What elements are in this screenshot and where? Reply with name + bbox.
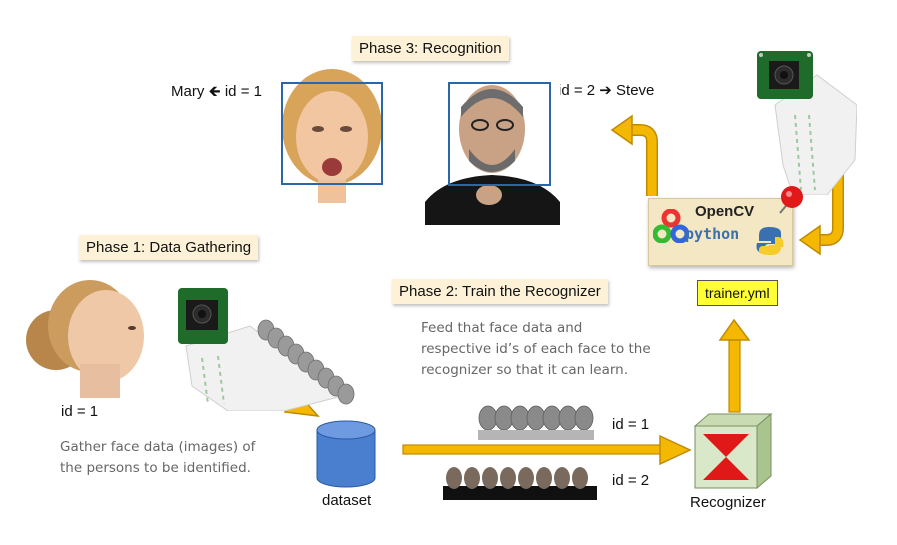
phase2-title: Phase 2: Train the Recognizer: [392, 279, 608, 304]
arrow-opencv-to-recognition: [610, 114, 658, 196]
phase1-description-line: Gather face data (images) of: [60, 439, 256, 455]
recognizer-label: Recognizer: [690, 494, 766, 511]
dataset-cylinder-icon: [316, 420, 376, 488]
phase2-description-line: Feed that face data and: [421, 320, 583, 336]
phase1-id-label: id = 1: [61, 403, 99, 420]
training-id2-label: id = 2: [612, 472, 650, 489]
python-logo-icon: [756, 227, 784, 255]
face-row-id2: [443, 467, 597, 500]
training-id1-label: id = 1: [612, 416, 650, 433]
steve-label: id = 2 ➔ Steve: [558, 82, 655, 99]
arrow-to-trainer: [718, 318, 751, 413]
trainer-yml-file: trainer.yml: [697, 280, 778, 306]
opencv-text: OpenCV: [695, 203, 755, 220]
arrow-camera-to-opencv: [798, 172, 844, 256]
phase2-description: Feed that face data and respective id’s …: [421, 318, 651, 381]
python-text: python: [685, 225, 740, 243]
phase1-description: Gather face data (images) of the persons…: [60, 437, 255, 479]
phase1-title: Phase 1: Data Gathering: [79, 235, 259, 260]
steve-detection-box: [448, 82, 551, 186]
camera-top-icon: [757, 51, 857, 195]
phase3-title: Phase 3: Recognition: [352, 36, 509, 61]
camera-capture-icon: [178, 288, 355, 411]
phase1-description-line: the persons to be identified.: [60, 460, 251, 476]
phase2-description-line: recognizer so that it can learn.: [421, 362, 629, 378]
arrow-to-recognizer: [402, 434, 692, 466]
captured-faces-stack: [257, 319, 355, 405]
opencv-logo-icon: [653, 209, 689, 243]
phase2-description-line: respective id’s of each face to the: [421, 341, 651, 357]
mary-label: Mary 🡸 id = 1: [171, 83, 262, 100]
steve-face-photo: [425, 77, 560, 225]
mary-detection-box: [281, 82, 383, 185]
red-pin-icon: [779, 186, 803, 214]
mary-face-photo: [278, 67, 386, 203]
face-row-id1: [478, 405, 594, 440]
dataset-label: dataset: [322, 492, 372, 509]
opencv-python-logo: OpenCV python: [648, 198, 793, 266]
recognizer-cube-icon: [693, 412, 773, 490]
person-profile-photo: [26, 280, 144, 398]
